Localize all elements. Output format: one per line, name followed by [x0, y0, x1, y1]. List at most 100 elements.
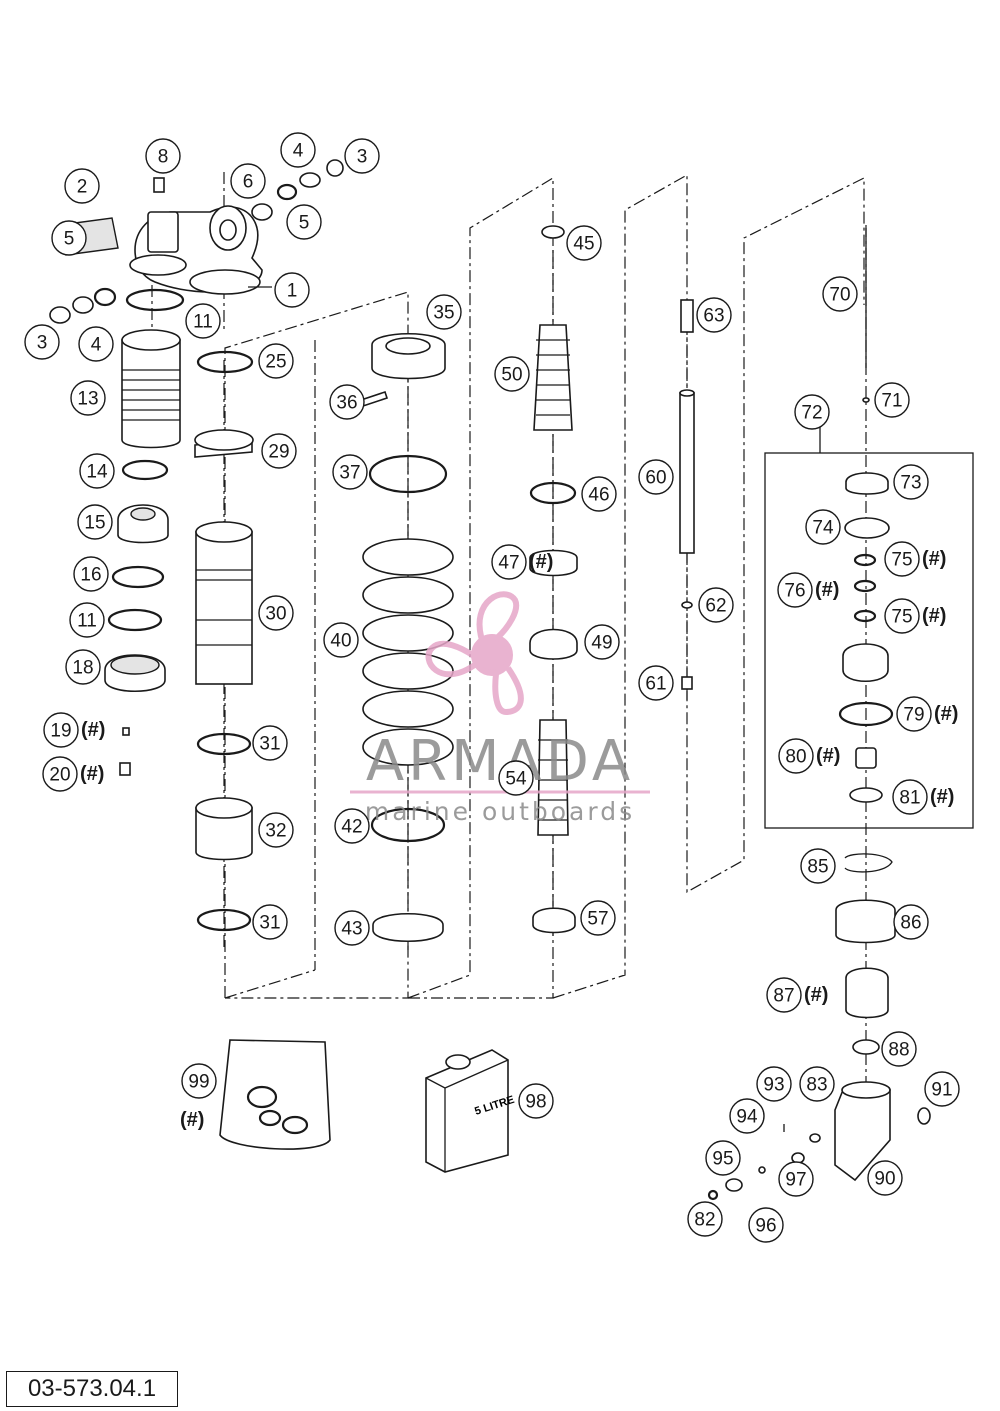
leader-lines	[248, 286, 821, 453]
callout-number: 76	[784, 581, 805, 602]
callout-circle	[494, 356, 530, 392]
callout-88: 88	[881, 1031, 917, 1067]
reservoir-parts	[104, 329, 181, 776]
callout-96: 96	[748, 1207, 784, 1243]
callout-number: 81	[899, 788, 920, 809]
watermark-brand: ARMADA	[366, 729, 634, 794]
callout-hash-mark: (#)	[930, 786, 954, 808]
callout-circle	[258, 343, 294, 379]
callout-72: 72	[794, 394, 830, 430]
callout-93: 93	[756, 1066, 792, 1102]
callout-number: 37	[339, 463, 360, 484]
callout-61: 61	[638, 665, 674, 701]
callout-circle	[79, 453, 115, 489]
callout-circle	[181, 1063, 217, 1099]
callout-hash-mark: (#)	[816, 745, 840, 767]
callout-79: 79(#)	[896, 696, 958, 732]
callout-29: 29	[261, 433, 297, 469]
callout-number: 32	[265, 821, 286, 842]
callout-number: 3	[37, 333, 48, 354]
callout-hash-mark: (#)	[922, 548, 946, 570]
callout-80: 80(#)	[778, 738, 840, 774]
callout-layer: 12334455681111131415161819(#)20(#)252930…	[24, 132, 960, 1243]
callout-number: 91	[931, 1080, 952, 1101]
callout-number: 4	[293, 141, 304, 162]
callout-hash-mark: (#)	[804, 984, 828, 1006]
callout-number: 99	[188, 1072, 209, 1093]
callout-number: 35	[433, 303, 454, 324]
callout-circle	[185, 303, 221, 339]
callout-32: 32	[258, 812, 294, 848]
callout-number: 8	[158, 147, 169, 168]
callout-number: 97	[785, 1170, 806, 1191]
callout-circle	[766, 977, 802, 1013]
callout-circle	[78, 326, 114, 362]
callout-number: 46	[588, 485, 609, 506]
callout-83: 83	[799, 1066, 835, 1102]
callout-circle	[332, 454, 368, 490]
damper-body-parts	[194, 350, 254, 932]
callout-73: 73	[893, 464, 929, 500]
callout-30: 30	[258, 595, 294, 631]
callout-circle	[822, 276, 858, 312]
callout-number: 1	[287, 281, 298, 302]
callout-number: 75	[891, 607, 912, 628]
callout-number: 31	[259, 913, 280, 934]
shaft-parts	[679, 299, 695, 690]
callout-circle	[252, 904, 288, 940]
callout-number: 61	[645, 674, 666, 695]
callout-number: 40	[330, 631, 351, 652]
callout-19: 19(#)	[43, 712, 105, 748]
callout-81: 81 (#)	[892, 779, 954, 815]
callout-number: 50	[501, 365, 522, 386]
callout-number: 54	[505, 769, 527, 790]
callout-circle	[64, 168, 100, 204]
propeller-logo-icon	[425, 591, 524, 716]
callout-15: 15	[77, 504, 113, 540]
callout-circle	[696, 297, 732, 333]
callout-6: 6	[230, 163, 266, 199]
callout-90: 90	[867, 1160, 903, 1196]
callout-99: 99(#)	[180, 1063, 217, 1131]
callout-number: 15	[84, 513, 105, 534]
callout-circle	[344, 138, 380, 174]
callout-circle	[924, 1071, 960, 1107]
callout-circle	[43, 712, 79, 748]
callout-number: 11	[193, 312, 213, 333]
oil-can: 5 LITRE	[425, 1049, 516, 1173]
callout-75: 75(#)	[884, 598, 946, 634]
callout-16: 16	[73, 556, 109, 592]
callout-circle	[729, 1098, 765, 1134]
callout-95: 95	[705, 1140, 741, 1176]
callout-11: 11	[69, 602, 105, 638]
callout-circle	[777, 572, 813, 608]
callout-circle	[867, 1160, 903, 1196]
panel-outlines	[223, 172, 865, 999]
callout-36: 36	[329, 384, 365, 420]
callout-number: 16	[80, 565, 101, 586]
callout-54: 54	[498, 760, 534, 796]
callout-circle	[638, 459, 674, 495]
callout-number: 74	[812, 518, 834, 539]
callout-4: 4	[280, 132, 316, 168]
callout-number: 25	[265, 352, 286, 373]
callout-45: 45	[566, 225, 602, 261]
callout-37: 37	[332, 454, 368, 490]
callout-75: 75(#)	[884, 541, 946, 577]
callout-number: 79	[903, 705, 924, 726]
seal-kit-bag	[219, 1039, 331, 1150]
callout-circle	[884, 541, 920, 577]
callout-circle	[698, 587, 734, 623]
callout-number: 20	[49, 765, 70, 786]
callout-circle	[70, 380, 106, 416]
callout-76: 76 (#)	[777, 572, 839, 608]
callout-circle	[498, 760, 534, 796]
callout-43: 43	[334, 910, 370, 946]
spring-parts	[353, 333, 454, 943]
callout-13: 13	[70, 380, 106, 416]
callout-circle	[65, 649, 101, 685]
callout-number: 70	[829, 285, 850, 306]
callout-91: 91	[924, 1071, 960, 1107]
callout-hash-mark: (#)	[815, 579, 839, 601]
callout-circle	[566, 225, 602, 261]
